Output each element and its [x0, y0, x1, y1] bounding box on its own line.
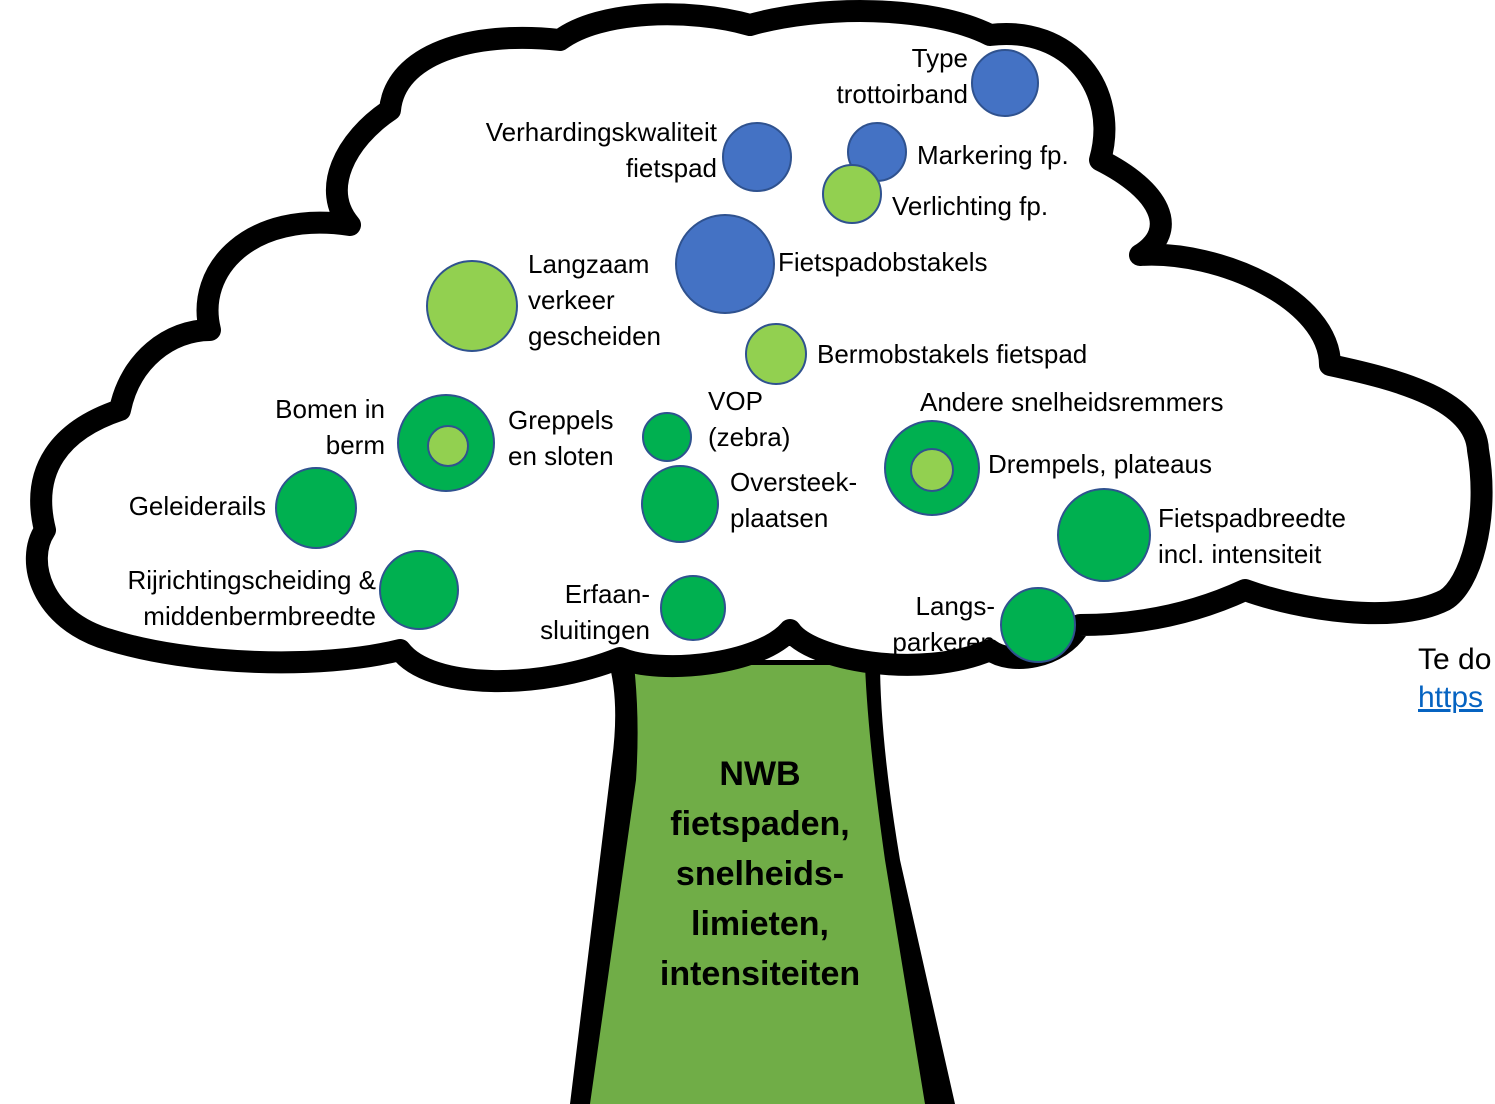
- langzaam-verkeer-label: Langzaam: [528, 249, 649, 279]
- drempels-circle: [910, 448, 954, 492]
- trunk-label-line: NWB: [719, 755, 800, 793]
- fietspadbreedte-label: Fietspadbreedte: [1158, 503, 1346, 533]
- langsparkeren-circle: [1000, 587, 1076, 663]
- bermobstakels-label: Bermobstakels fietspad: [817, 339, 1087, 369]
- verlichting-circle: [822, 164, 882, 224]
- vop-label: VOP: [708, 386, 763, 416]
- fietspadobstakels-label: Fietspadobstakels: [778, 247, 988, 277]
- langsparkeren-label: Langs-: [916, 591, 996, 621]
- trunk-label-line: limieten,: [691, 905, 829, 943]
- oversteekplaatsen-circle: [641, 465, 719, 543]
- type-trottoirband-label: Type: [912, 43, 968, 73]
- vop-circle: [642, 412, 692, 462]
- fietspadbreedte-label: incl. intensiteit: [1158, 539, 1322, 569]
- bomen-circle: [427, 425, 469, 467]
- fietspadbreedte-circle: [1057, 488, 1151, 582]
- rijrichtingscheiding-label: middenbermbreedte: [143, 601, 376, 631]
- erfaansluitingen-circle: [660, 575, 726, 641]
- andere-snelheidsremmers-label: Andere snelheidsremmers: [920, 387, 1223, 417]
- trunk-label-line: intensiteiten: [660, 955, 860, 993]
- fietspadobstakels-circle: [675, 214, 775, 314]
- rijrichtingscheiding-circle: [379, 550, 459, 630]
- download-link[interactable]: https: [1418, 681, 1484, 714]
- verhardingskwaliteit-label: Verhardingskwaliteit: [486, 117, 718, 147]
- drempels-label: Drempels, plateaus: [988, 449, 1212, 479]
- markering-label: Markering fp.: [917, 140, 1069, 170]
- trunk-label-line: fietspaden,: [670, 805, 849, 843]
- langzaam-verkeer-circle: [426, 260, 518, 352]
- tree-trunk-fill: [590, 665, 925, 1104]
- bomen-label: Bomen in: [275, 394, 385, 424]
- side-text-line: Te do: [1418, 643, 1492, 676]
- verhardingskwaliteit-circle: [722, 122, 792, 192]
- geleiderails-label: Geleiderails: [129, 491, 266, 521]
- oversteekplaatsen-label: Oversteek-: [730, 467, 857, 497]
- langsparkeren-label: parkeren: [892, 627, 995, 657]
- geleiderails-circle: [275, 467, 357, 549]
- rijrichtingscheiding-label: Rijrichtingscheiding &: [127, 565, 376, 595]
- verlichting-label: Verlichting fp.: [892, 191, 1048, 221]
- trunk-label: NWB fietspaden, snelheids- limieten, int…: [660, 755, 860, 993]
- oversteekplaatsen-label: plaatsen: [730, 503, 828, 533]
- type-trottoirband-circle: [971, 49, 1039, 117]
- langzaam-verkeer-label: verkeer: [528, 285, 615, 315]
- trunk-label-line: snelheids-: [676, 855, 844, 893]
- bermobstakels-circle: [745, 323, 807, 385]
- greppels-label: Greppels: [508, 405, 614, 435]
- bomen-label: berm: [326, 430, 385, 460]
- langzaam-verkeer-label: gescheiden: [528, 321, 661, 351]
- type-trottoirband-label: trottoirband: [836, 79, 968, 109]
- verhardingskwaliteit-label: fietspad: [626, 153, 717, 183]
- greppels-label: en sloten: [508, 441, 614, 471]
- erfaansluitingen-label: sluitingen: [540, 615, 650, 645]
- vop-label: (zebra): [708, 422, 790, 452]
- erfaansluitingen-label: Erfaan-: [565, 579, 650, 609]
